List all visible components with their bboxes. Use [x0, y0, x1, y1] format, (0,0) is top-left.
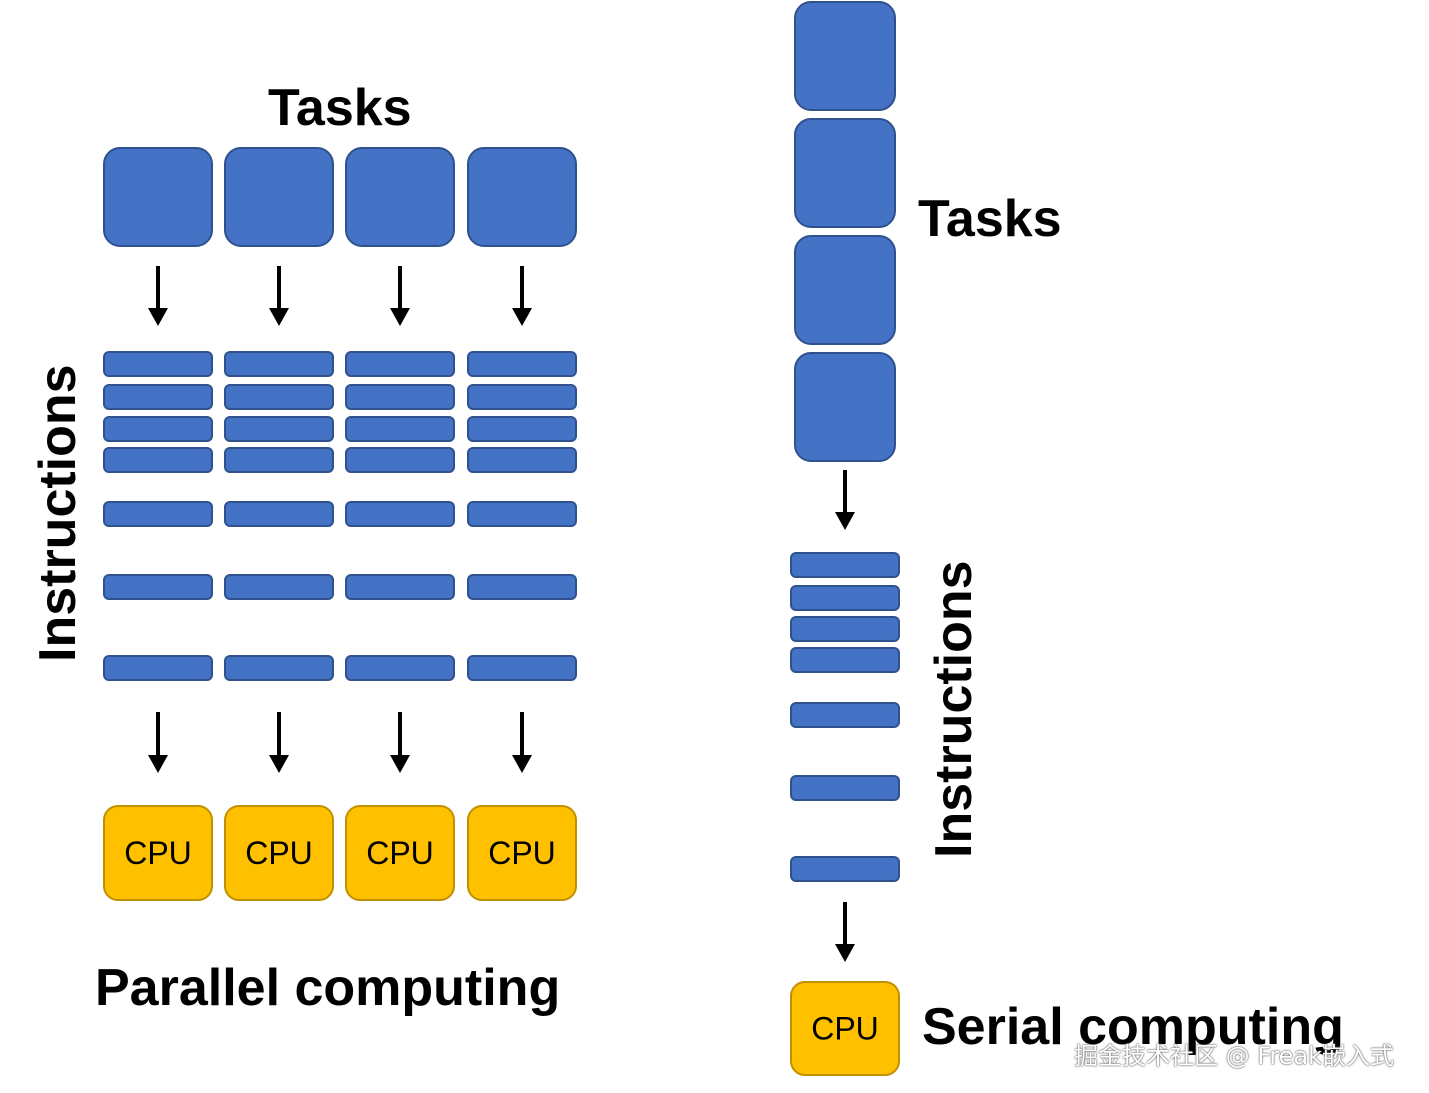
parallel-instruction-bar	[103, 447, 213, 473]
parallel-instruction-bar	[103, 351, 213, 377]
serial-cpu-arrow	[835, 902, 855, 962]
parallel-instruction-bar	[103, 501, 213, 527]
cpu-label: CPU	[811, 1011, 879, 1047]
parallel-instruction-bar	[467, 351, 577, 377]
serial-instruction-bar	[790, 702, 900, 728]
parallel-task-block	[103, 147, 213, 247]
parallel-task-block	[345, 147, 455, 247]
parallel-cpu-box: CPU	[224, 805, 334, 901]
cpu-label: CPU	[488, 835, 556, 871]
cpu-label: CPU	[366, 835, 434, 871]
parallel-instruction-bar	[467, 447, 577, 473]
parallel-task-arrow	[269, 266, 289, 326]
parallel-task-block	[467, 147, 577, 247]
cpu-label: CPU	[245, 835, 313, 871]
cpu-label: CPU	[124, 835, 192, 871]
parallel-instruction-bar	[467, 574, 577, 600]
parallel-instruction-bar	[345, 351, 455, 377]
parallel-instruction-bar	[103, 416, 213, 442]
parallel-cpu-arrow	[269, 712, 289, 773]
serial-instruction-bar	[790, 585, 900, 611]
parallel-instruction-bar	[467, 384, 577, 410]
parallel-cpu-arrow	[148, 712, 168, 773]
parallel-tasks-label: Tasks	[268, 79, 412, 137]
parallel-cpu-arrow	[512, 712, 532, 773]
serial-instructions-label: Instructions	[925, 560, 983, 858]
parallel-computing-title: Parallel computing	[95, 959, 561, 1017]
parallel-instructions-label: Instructions	[29, 364, 87, 662]
parallel-instruction-bar	[224, 351, 334, 377]
serial-instruction-bar	[790, 775, 900, 801]
parallel-instruction-bar	[345, 384, 455, 410]
serial-task-block	[794, 352, 896, 462]
parallel-instruction-bar	[345, 416, 455, 442]
serial-instruction-bar	[790, 856, 900, 882]
parallel-instruction-bar	[224, 416, 334, 442]
serial-tasks-label: Tasks	[918, 190, 1062, 248]
serial-instruction-bar	[790, 552, 900, 578]
parallel-cpu-arrow	[390, 712, 410, 773]
serial-computing-group: CPU	[790, 1, 900, 1076]
serial-task-block	[794, 1, 896, 111]
parallel-instruction-bar	[467, 416, 577, 442]
parallel-instruction-bar	[103, 384, 213, 410]
parallel-instruction-bar	[224, 655, 334, 681]
parallel-instruction-bar	[345, 655, 455, 681]
parallel-cpu-box: CPU	[345, 805, 455, 901]
serial-task-block	[794, 118, 896, 228]
parallel-computing-group: CPU CPU CPU CPU	[103, 147, 577, 901]
serial-instruction-bar	[790, 647, 900, 673]
parallel-instruction-bar	[103, 655, 213, 681]
serial-instruction-bar	[790, 616, 900, 642]
serial-computing-title: Serial computing	[922, 998, 1344, 1056]
parallel-cpu-box: CPU	[103, 805, 213, 901]
serial-task-arrow	[835, 470, 855, 530]
parallel-instruction-bar	[103, 574, 213, 600]
watermark: 掘金技术社区 @ Freak嵌入式	[1074, 1042, 1395, 1070]
parallel-instruction-bar	[345, 501, 455, 527]
serial-task-block	[794, 235, 896, 345]
parallel-instruction-bar	[224, 447, 334, 473]
parallel-task-arrow	[148, 266, 168, 326]
parallel-instruction-bar	[345, 447, 455, 473]
serial-cpu-box: CPU	[790, 981, 900, 1076]
parallel-task-block	[224, 147, 334, 247]
parallel-instruction-bar	[467, 655, 577, 681]
parallel-instruction-bar	[224, 574, 334, 600]
parallel-instruction-bar	[224, 501, 334, 527]
parallel-instruction-bar	[345, 574, 455, 600]
parallel-task-arrow	[512, 266, 532, 326]
parallel-cpu-box: CPU	[467, 805, 577, 901]
parallel-task-arrow	[390, 266, 410, 326]
parallel-instruction-bar	[467, 501, 577, 527]
parallel-instruction-bar	[224, 384, 334, 410]
